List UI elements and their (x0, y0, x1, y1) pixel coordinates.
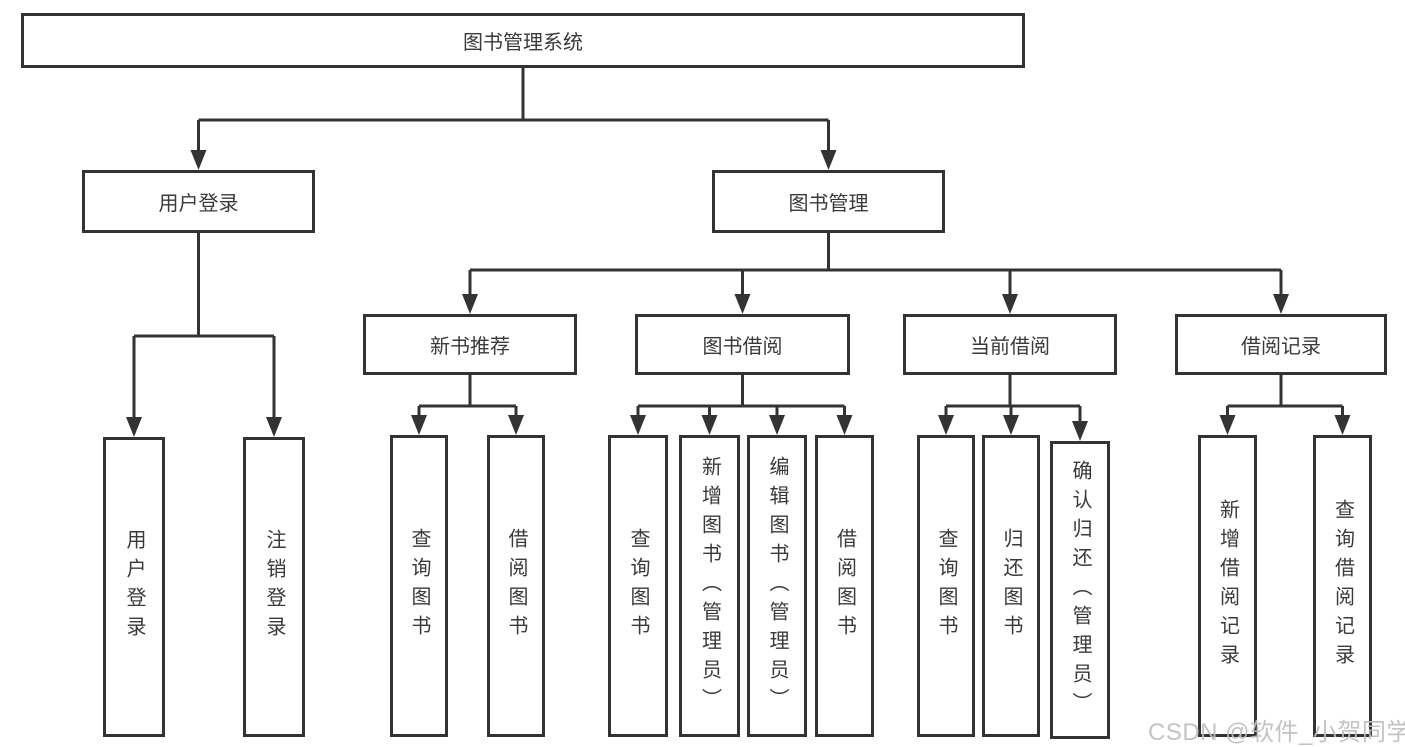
node-label: 确认归还（管理员） (1069, 459, 1091, 721)
node-cb-return: 归还图书 (982, 435, 1040, 737)
arrowhead (734, 294, 751, 314)
node-bb-query: 查询图书 (608, 435, 668, 737)
connector-path (468, 233, 1283, 298)
node-nb-borrow: 借阅图书 (487, 435, 545, 737)
node-label: 查询图书 (627, 528, 649, 644)
arrowhead (508, 415, 524, 435)
node-bb-edit: 编辑图书（管理员） (747, 435, 807, 737)
arrowhead (630, 415, 646, 435)
node-label: 图书借阅 (702, 336, 783, 358)
connector-borrow-record (1219, 375, 1351, 435)
arrowhead (1072, 421, 1088, 441)
arrowhead (1002, 294, 1018, 314)
node-bb-add: 新增图书（管理员） (679, 435, 740, 737)
node-label: 当前借阅 (970, 336, 1050, 358)
arrowhead (462, 294, 478, 314)
arrowhead (266, 417, 282, 437)
node-cb-query: 查询图书 (917, 435, 975, 737)
arrowhead (701, 415, 718, 435)
node-br-add: 新增借阅记录 (1198, 435, 1257, 737)
node-label: 归还图书 (1000, 528, 1022, 644)
node-label: 注销登录 (263, 529, 285, 645)
arrowhead (190, 150, 207, 170)
connector-book-mgmt (462, 233, 1289, 314)
arrowhead (1219, 415, 1236, 435)
node-br-query: 查询借阅记录 (1313, 435, 1372, 737)
node-nb-query: 查询图书 (390, 435, 448, 737)
connector-path (944, 375, 1082, 425)
watermark: CSDN @软件_小贺同学 (1148, 719, 1405, 746)
node-label: 新书推荐 (430, 336, 510, 358)
node-label: 查询借阅记录 (1331, 499, 1354, 673)
node-label: 用户登录 (123, 529, 145, 645)
node-label: 借阅图书 (505, 528, 527, 644)
node-label: 图书管理系统 (463, 32, 583, 54)
node-new-book: 新书推荐 (363, 314, 577, 375)
node-login: 用户登录 (103, 437, 165, 737)
node-label: 新增图书（管理员） (698, 455, 721, 717)
node-label: 借阅图书 (833, 528, 856, 644)
node-label: 查询图书 (408, 528, 430, 644)
connector-root (190, 68, 837, 170)
node-root: 图书管理系统 (21, 13, 1025, 68)
arrowhead (836, 415, 853, 435)
arrowhead (769, 415, 785, 435)
connector-path (197, 68, 830, 154)
connector-path (1226, 375, 1344, 419)
connector-path (132, 233, 276, 421)
arrowhead (411, 415, 427, 435)
node-label: 借阅记录 (1241, 336, 1321, 358)
node-bb-borrow: 借阅图书 (815, 435, 874, 737)
node-user-login: 用户登录 (82, 170, 315, 233)
connector-path (417, 375, 518, 419)
arrowhead (1273, 294, 1289, 314)
connector-user-login (126, 233, 282, 437)
connector-book-borrow (630, 375, 853, 435)
connector-current-borrow (938, 375, 1088, 441)
arrowhead (1003, 415, 1019, 435)
arrowhead (938, 415, 954, 435)
node-label: 新增借阅记录 (1216, 499, 1239, 673)
node-cb-confirm: 确认归还（管理员） (1050, 441, 1110, 739)
node-label: 用户登录 (158, 193, 239, 215)
connector-path (636, 375, 846, 419)
node-logout: 注销登录 (243, 437, 305, 737)
node-book-mgmt: 图书管理 (712, 170, 945, 233)
arrowhead (126, 417, 142, 437)
node-current-borrow: 当前借阅 (903, 314, 1117, 375)
node-book-borrow: 图书借阅 (635, 314, 850, 375)
node-label: 查询图书 (935, 528, 957, 644)
node-label: 图书管理 (788, 193, 869, 215)
node-label: 编辑图书（管理员） (766, 455, 788, 717)
node-borrow-record: 借阅记录 (1175, 314, 1387, 375)
arrowhead (1334, 415, 1351, 435)
arrowhead (820, 150, 837, 170)
connector-new-book (411, 375, 524, 435)
